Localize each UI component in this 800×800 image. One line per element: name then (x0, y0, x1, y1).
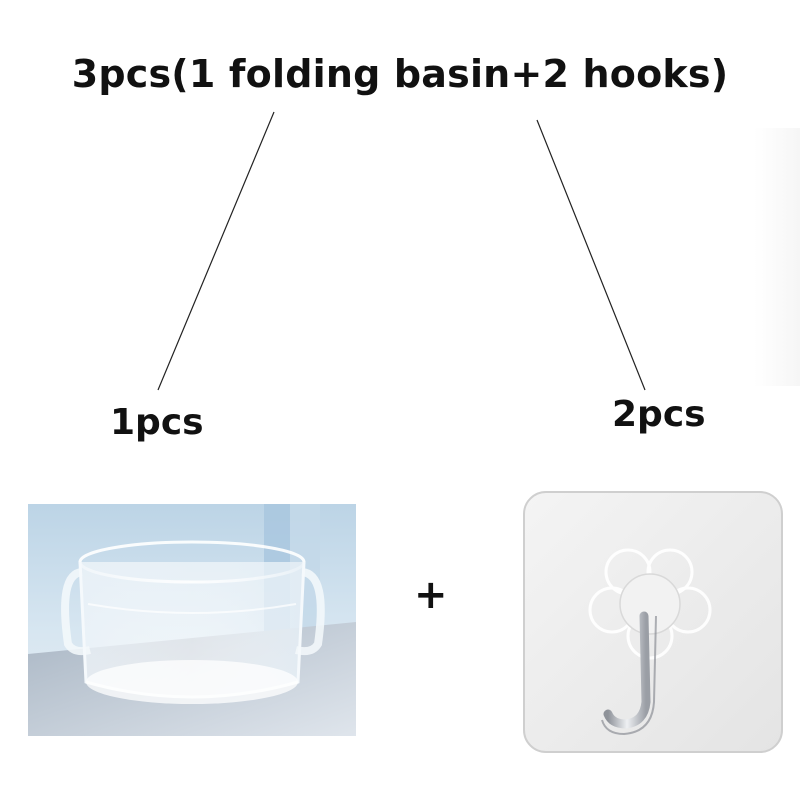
plus-sign: + (414, 572, 448, 618)
folding-basin-photo (28, 504, 356, 736)
side-panel-background (754, 128, 800, 386)
page-title: 3pcs(1 folding basin+2 hooks) (71, 52, 729, 96)
hook-quantity-label: 2pcs (612, 394, 706, 435)
adhesive-hook-photo (520, 488, 788, 758)
left-connector-line (157, 111, 275, 391)
right-connector-line (536, 119, 646, 391)
basin-quantity-label: 1pcs (110, 402, 204, 443)
